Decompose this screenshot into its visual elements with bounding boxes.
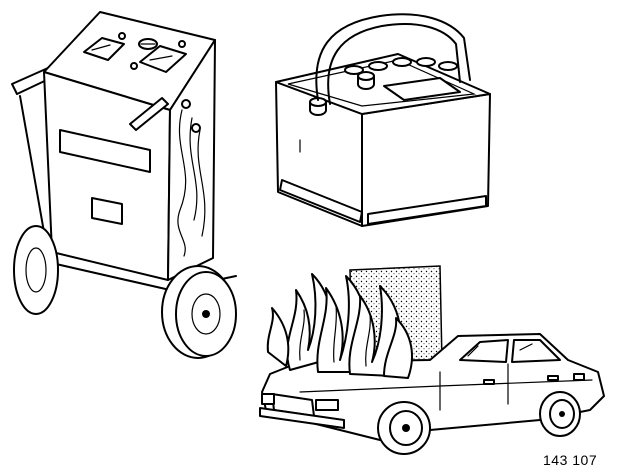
car-rear-wheel	[539, 391, 581, 437]
charger-label-plate	[91, 197, 123, 225]
battery-base-lip	[279, 179, 363, 223]
car-battery-illustration	[275, 13, 491, 227]
charger-meter-right	[139, 45, 187, 73]
charger-handle-right	[129, 97, 169, 131]
battery-charger-illustration	[11, 11, 237, 359]
car-front-wheel	[377, 401, 431, 455]
car-window-front	[459, 339, 509, 363]
car-headlight-right	[315, 399, 339, 411]
charger-meter-left	[83, 37, 125, 61]
car-bumper	[259, 407, 345, 429]
charger-cables	[177, 109, 187, 257]
charger-back-wheel	[13, 225, 59, 315]
charger-vent-grille	[59, 129, 151, 173]
battery-label	[383, 77, 461, 101]
burning-car-illustration	[259, 265, 605, 455]
battery-cell-caps	[344, 57, 458, 75]
car-headlight-left	[261, 393, 275, 405]
figure-reference-number: 143 107	[543, 452, 598, 468]
battery-carry-handle	[315, 13, 471, 101]
car-window-rear	[511, 339, 561, 363]
fire-flames	[266, 273, 413, 379]
